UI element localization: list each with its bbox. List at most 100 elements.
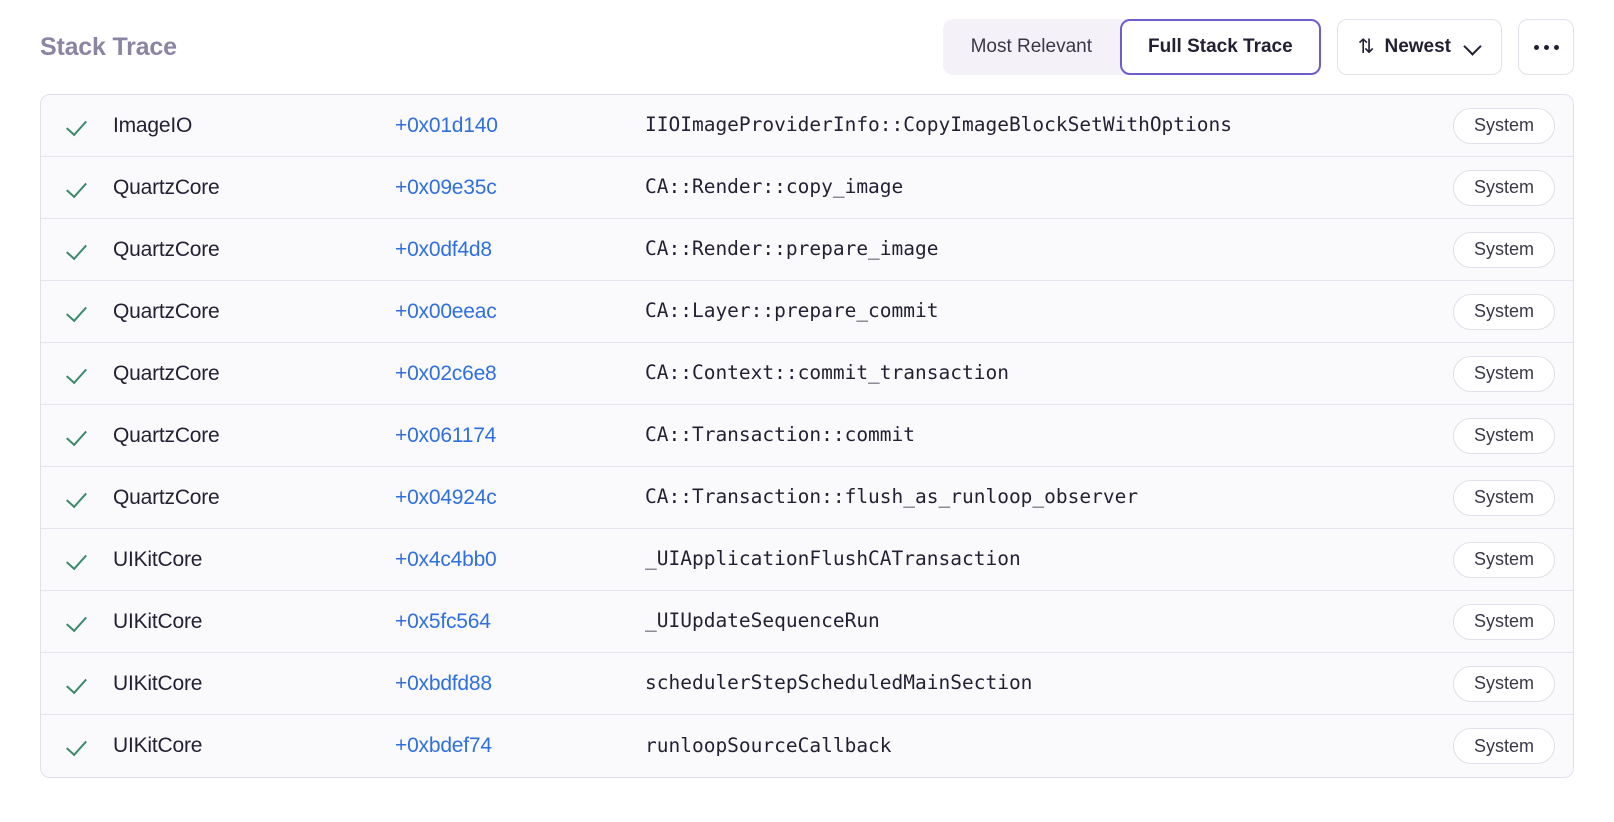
row-status-cell — [67, 114, 113, 138]
table-row[interactable]: QuartzCore +0x02c6e8 CA::Context::commit_t… — [41, 343, 1573, 405]
table-row[interactable]: UIKitCore +0x4c4bb0 _UIApplicationFlushCAT… — [41, 529, 1573, 591]
row-module-name: QuartzCore — [113, 299, 220, 323]
sort-dropdown[interactable]: ⇅ Newest — [1336, 19, 1502, 75]
status-badge: System — [1452, 541, 1555, 578]
row-origin-cell: System — [1419, 231, 1555, 268]
row-origin-cell: System — [1419, 417, 1555, 454]
row-symbol-name: CA::Layer::prepare_commit — [645, 299, 939, 323]
row-symbol-name: _UIUpdateSequenceRun — [645, 609, 880, 633]
row-module-name: UIKitCore — [113, 671, 203, 695]
row-origin-cell: System — [1419, 293, 1555, 330]
view-mode-segmented-control[interactable]: Most Relevant Full Stack Trace — [942, 19, 1321, 75]
row-status-cell — [67, 548, 113, 572]
check-icon — [67, 672, 91, 696]
row-symbol-name: schedulerStepScheduledMainSection — [645, 671, 1033, 695]
row-offset-link[interactable]: +0x4c4bb0 — [395, 547, 497, 571]
row-module-name: ImageIO — [113, 113, 193, 137]
row-offset-link[interactable]: +0x04924c — [395, 485, 497, 509]
row-symbol-name: CA::Context::commit_transaction — [645, 361, 1009, 385]
table-row[interactable]: QuartzCore +0x09e35c CA::Render::copy_imag… — [41, 157, 1573, 219]
row-module-name: QuartzCore — [113, 485, 220, 509]
panel-header: Stack Trace Most Relevant Full Stack Tra… — [0, 0, 1614, 94]
row-offset-link[interactable]: +0x0df4d8 — [395, 237, 492, 261]
row-offset-link[interactable]: +0x09e35c — [395, 175, 497, 199]
ellipsis-icon — [1533, 44, 1539, 50]
row-module-name: QuartzCore — [113, 175, 220, 199]
row-offset-link[interactable]: +0x5fc564 — [395, 609, 491, 633]
check-icon — [67, 548, 91, 572]
row-status-cell — [67, 486, 113, 510]
status-badge: System — [1452, 355, 1555, 392]
status-badge: System — [1452, 231, 1555, 268]
table-row[interactable]: QuartzCore +0x061174 CA::Transaction::comm… — [41, 405, 1573, 467]
row-symbol-name: CA::Render::prepare_image — [645, 237, 939, 261]
tab-full-stack-trace[interactable]: Full Stack Trace — [1120, 19, 1321, 75]
table-row[interactable]: QuartzCore +0x0df4d8 CA::Render::prepare_i… — [41, 219, 1573, 281]
table-row[interactable]: ImageIO +0x01d140 IIOImageProviderInfo::Co… — [41, 95, 1573, 157]
table-row[interactable]: QuartzCore +0x04924c CA::Transaction::flus… — [41, 467, 1573, 529]
chevron-down-icon — [1465, 39, 1481, 55]
row-offset-link[interactable]: +0xbdef74 — [395, 734, 492, 757]
row-offset-link[interactable]: +0x00eeac — [395, 299, 497, 323]
row-origin-cell: System — [1419, 665, 1555, 702]
row-status-cell — [67, 734, 113, 758]
check-icon — [67, 176, 91, 200]
status-badge: System — [1452, 665, 1555, 702]
row-offset-link[interactable]: +0xbdfd88 — [395, 671, 492, 695]
row-module-name: QuartzCore — [113, 361, 220, 385]
row-status-cell — [67, 176, 113, 200]
row-status-cell — [67, 424, 113, 448]
check-icon — [67, 486, 91, 510]
status-badge: System — [1452, 169, 1555, 206]
check-icon — [67, 238, 91, 262]
row-symbol-name: CA::Render::copy_image — [645, 175, 904, 199]
row-offset-link[interactable]: +0x01d140 — [395, 113, 498, 137]
sort-arrows-icon: ⇅ — [1357, 36, 1375, 58]
ellipsis-icon — [1543, 44, 1549, 50]
row-symbol-name: CA::Transaction::commit — [645, 423, 916, 447]
row-status-cell — [67, 362, 113, 386]
check-icon — [67, 362, 91, 386]
row-origin-cell: System — [1419, 541, 1555, 578]
check-icon — [67, 424, 91, 448]
row-origin-cell: System — [1419, 169, 1555, 206]
check-icon — [67, 114, 91, 138]
row-status-cell — [67, 238, 113, 262]
table-row[interactable]: UIKitCore +0xbdfd88 schedulerStepScheduled… — [41, 653, 1573, 715]
row-origin-cell: System — [1419, 107, 1555, 144]
row-module-name: QuartzCore — [113, 237, 220, 261]
row-status-cell — [67, 672, 113, 696]
page-title: Stack Trace — [40, 32, 177, 61]
check-icon — [67, 610, 91, 634]
row-symbol-name: runloopSourceCallback — [645, 733, 892, 757]
ellipsis-icon — [1553, 44, 1559, 50]
row-module-name: QuartzCore — [113, 423, 220, 447]
row-origin-cell: System — [1419, 603, 1555, 640]
status-badge: System — [1452, 728, 1555, 764]
toolbar: Most Relevant Full Stack Trace ⇅ Newest — [942, 19, 1574, 75]
row-offset-link[interactable]: +0x02c6e8 — [395, 361, 497, 385]
row-status-cell — [67, 610, 113, 634]
row-offset-link[interactable]: +0x061174 — [395, 423, 497, 447]
row-origin-cell: System — [1419, 479, 1555, 516]
row-status-cell — [67, 300, 113, 324]
check-icon — [67, 734, 91, 758]
more-options-button[interactable] — [1518, 19, 1574, 75]
row-origin-cell: System — [1419, 728, 1555, 764]
sort-dropdown-label: Newest — [1384, 36, 1451, 57]
row-module-name: UIKitCore — [113, 547, 203, 571]
tab-most-relevant[interactable]: Most Relevant — [943, 19, 1120, 75]
table-row[interactable]: UIKitCore +0x5fc564 _UIUpdateSequenceRun Sy… — [41, 591, 1573, 653]
stack-trace-table: ImageIO +0x01d140 IIOImageProviderInfo::Co… — [40, 94, 1574, 778]
row-symbol-name: IIOImageProviderInfo::CopyImageBlockSetW… — [645, 113, 1232, 137]
status-badge: System — [1452, 107, 1555, 144]
check-icon — [67, 300, 91, 324]
status-badge: System — [1452, 603, 1555, 640]
row-symbol-name: _UIApplicationFlushCATransaction — [645, 547, 1021, 571]
row-module-name: UIKitCore — [113, 609, 203, 633]
status-badge: System — [1452, 293, 1555, 330]
row-symbol-name: CA::Transaction::flush_as_runloop_observ… — [645, 485, 1139, 509]
table-row[interactable]: QuartzCore +0x00eeac CA::Layer::prepare_co… — [41, 281, 1573, 343]
